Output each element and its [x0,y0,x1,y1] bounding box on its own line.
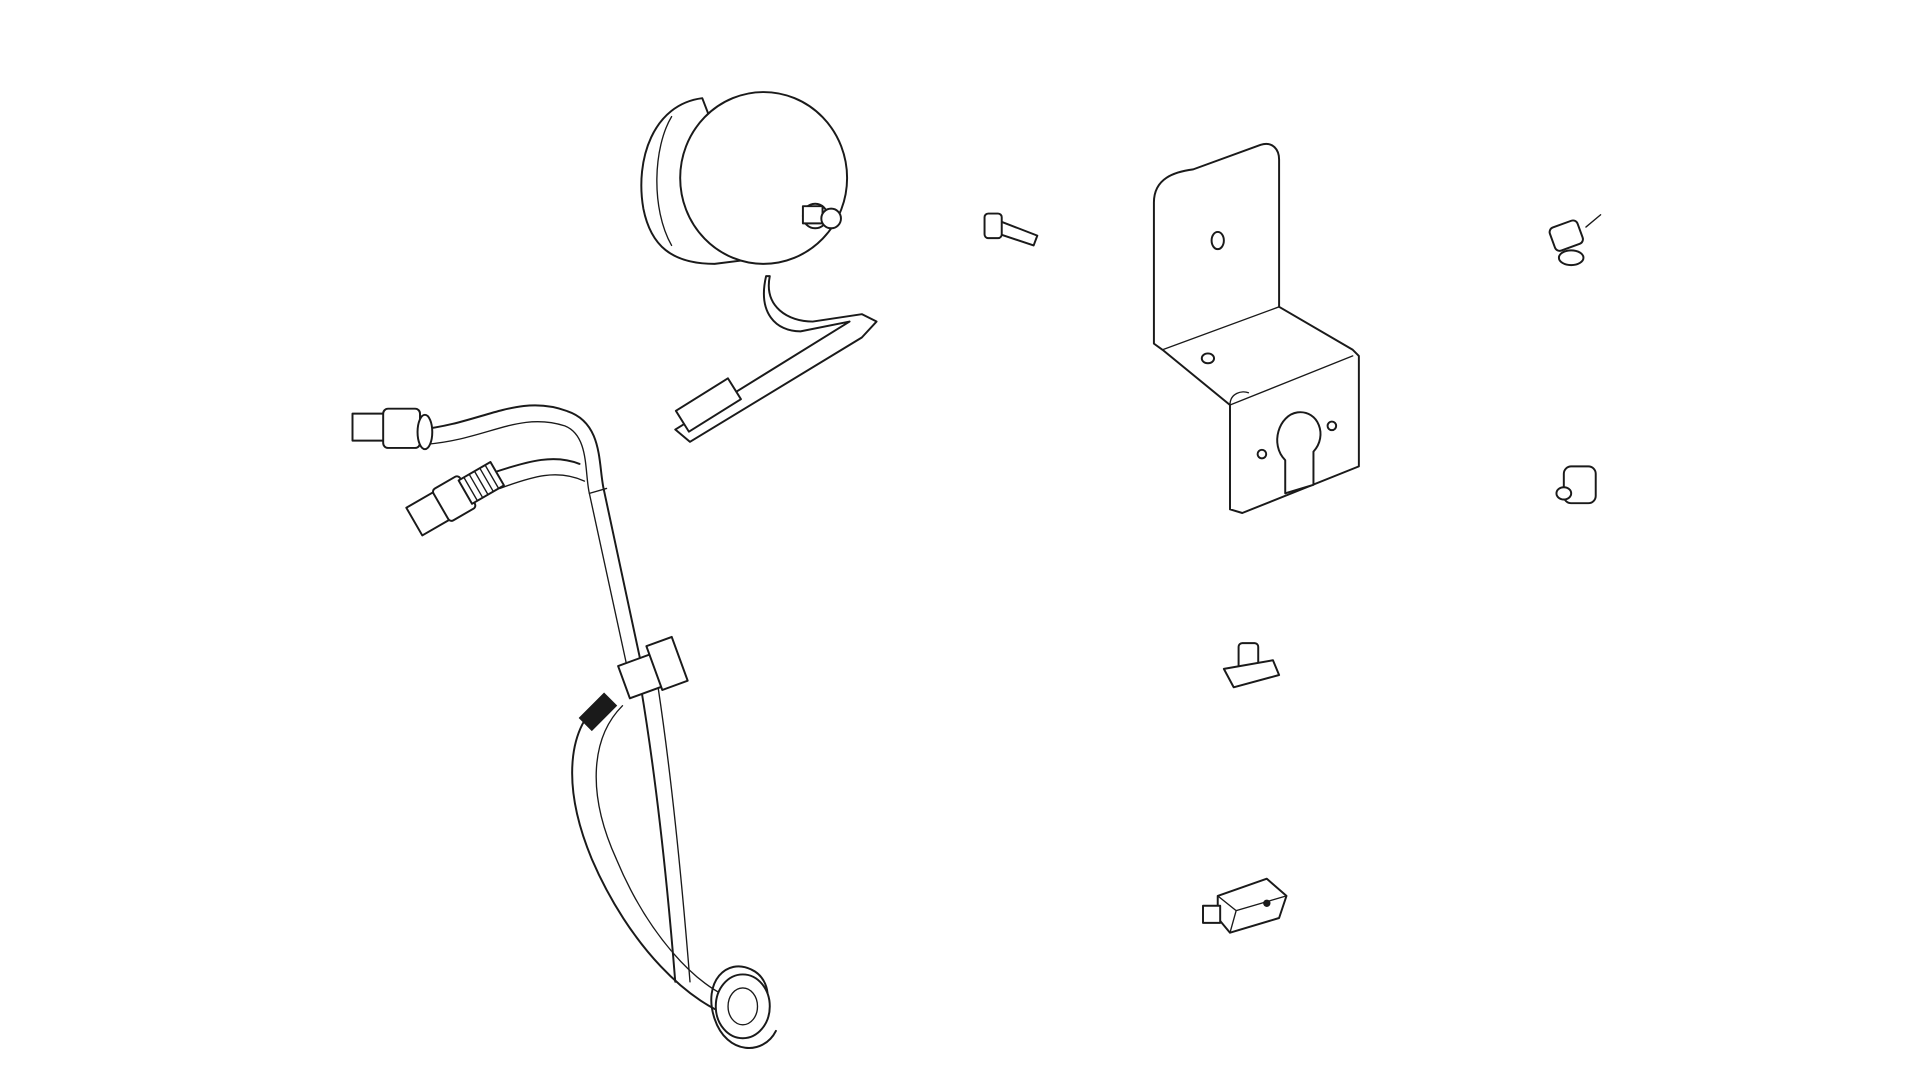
screw [983,212,1039,247]
round-buzzer [640,91,878,443]
connector-icon [351,412,388,442]
clip-upper [1548,214,1602,267]
mounting-bracket [1152,143,1360,514]
wiring-harness [351,404,777,1049]
push-fastener [1222,642,1281,689]
clip-lower [1555,465,1597,505]
relay [1202,877,1288,934]
